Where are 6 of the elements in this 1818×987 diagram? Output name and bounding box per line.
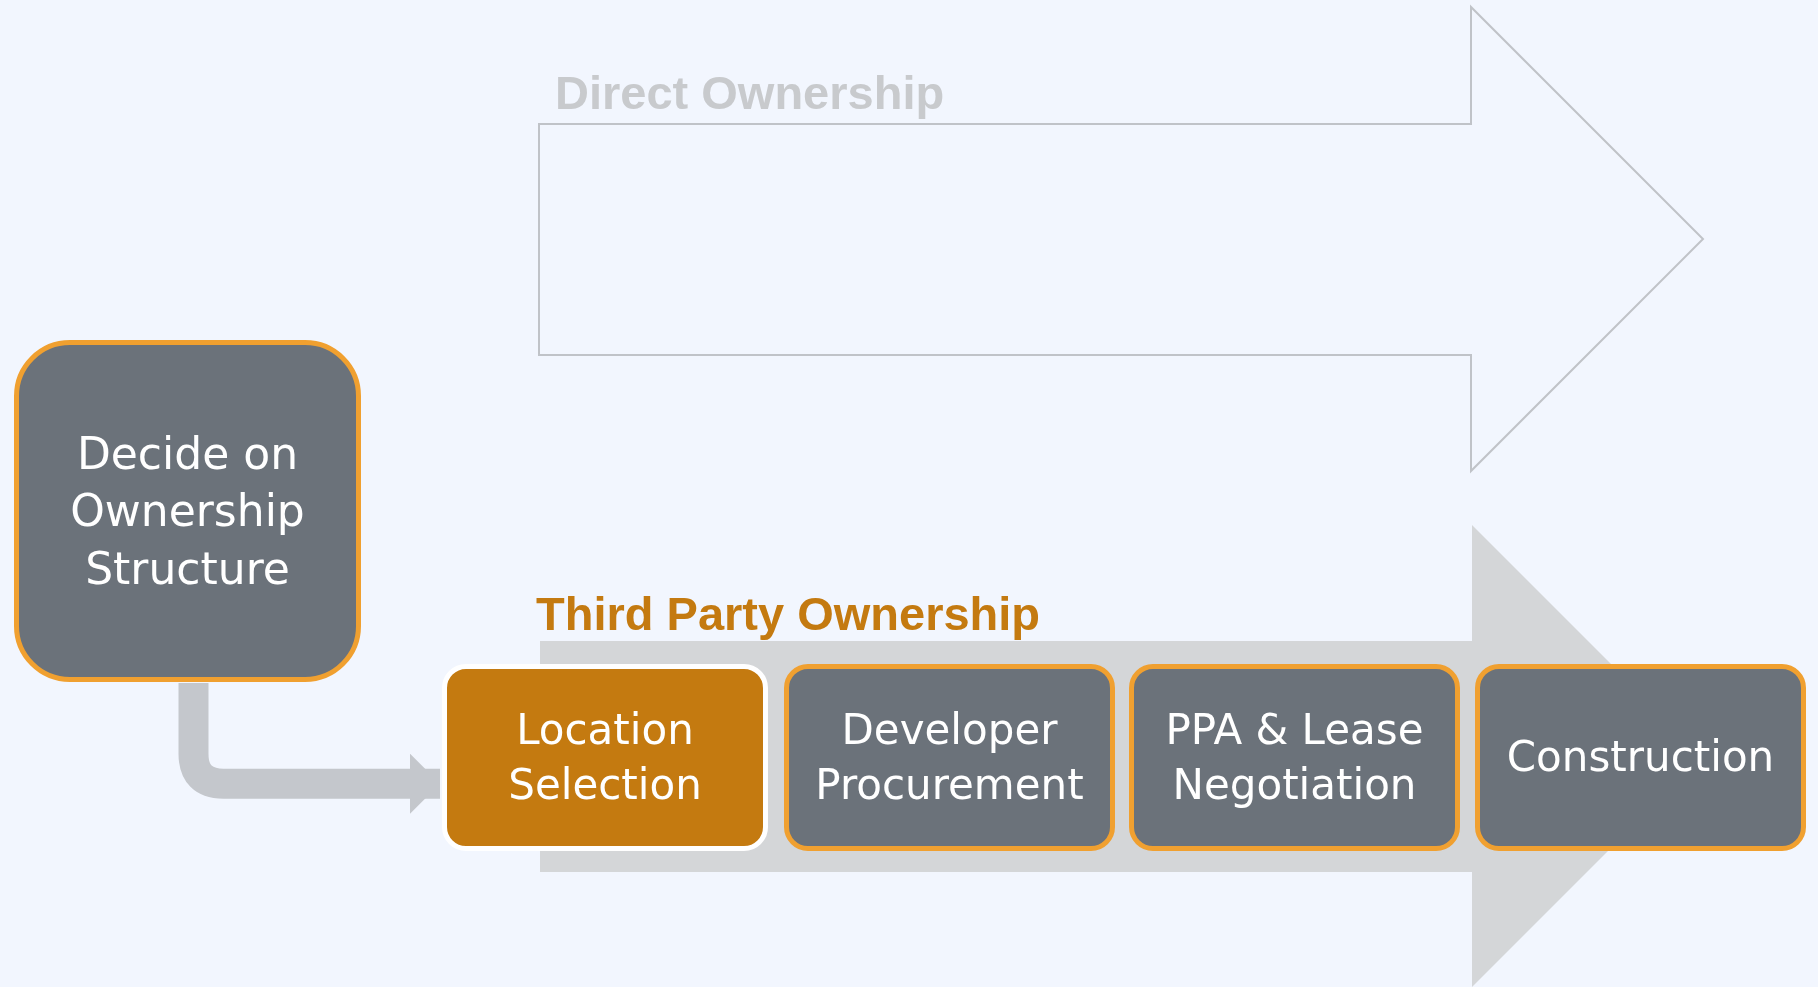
process-box: Location Selection <box>442 664 768 851</box>
arrow-heading: Third Party Ownership <box>536 586 1041 641</box>
process-box: Decide on Ownership Structure <box>14 340 361 682</box>
process-box: PPA & Lease Negotiation <box>1129 664 1460 851</box>
process-box: Construction <box>1475 664 1806 851</box>
process-box: Developer Procurement <box>784 664 1115 851</box>
